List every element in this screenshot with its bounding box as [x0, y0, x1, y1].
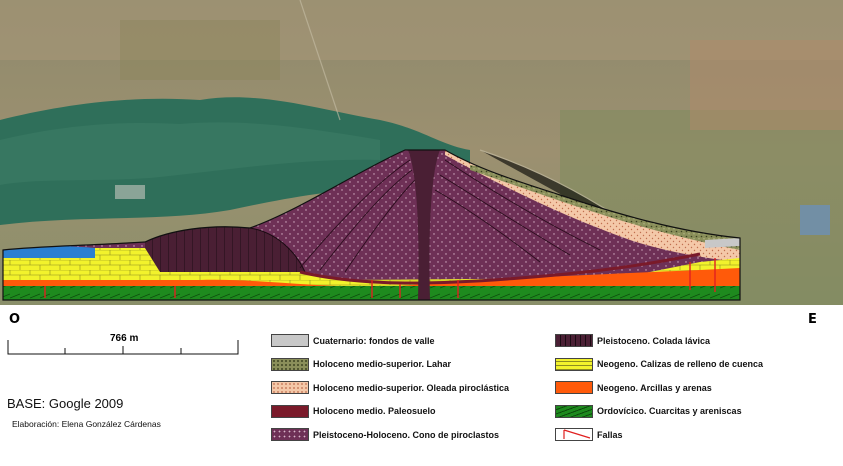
legend-label: Fallas	[597, 429, 623, 440]
legend-label: Neogeno. Arcillas y arenas	[597, 382, 712, 393]
west-label: O	[9, 312, 21, 327]
geologic-cross-section	[0, 0, 843, 305]
legend-item-arcillas: Neogeno. Arcillas y arenas	[555, 376, 763, 400]
scale-bar	[7, 340, 239, 355]
swatch-columnar-icon	[555, 334, 593, 348]
fault-line-icon	[555, 428, 593, 442]
swatch-dotted-peach-icon	[271, 381, 309, 395]
east-label: E	[808, 312, 817, 327]
legend-item-oleada: Holoceno medio-superior. Oleada piroclás…	[271, 376, 509, 400]
legend-item-fallas: Fallas	[555, 423, 763, 447]
base-note: BASE: Google 2009	[7, 396, 124, 411]
legend-item-cuarcitas: Ordovícico. Cuarcitas y areniscas	[555, 400, 763, 424]
legend-label: Holoceno medio-superior. Oleada piroclás…	[313, 382, 510, 393]
swatch-gray-icon	[271, 334, 309, 348]
legend-label: Pleistoceno-Holoceno. Cono de piroclasto…	[313, 429, 500, 440]
legend-item-colada: Pleistoceno. Colada lávica	[555, 329, 763, 353]
legend-left: Cuaternario: fondos de valle Holoceno me…	[271, 329, 509, 447]
swatch-dotted-olive-icon	[271, 357, 309, 371]
swatch-brick-icon	[555, 357, 593, 371]
legend-right: Pleistoceno. Colada lávica Neogeno. Cali…	[555, 329, 763, 447]
legend-item-cuaternario: Cuaternario: fondos de valle	[271, 329, 509, 353]
legend-item-paleosuelo: Holoceno medio. Paleosuelo	[271, 400, 509, 424]
swatch-dotted-purple-icon	[271, 428, 309, 442]
legend-item-lahar: Holoceno medio-superior. Lahar	[271, 353, 509, 377]
legend-item-calizas: Neogeno. Calizas de relleno de cuenca	[555, 353, 763, 377]
legend-item-cono: Pleistoceno-Holoceno. Cono de piroclasto…	[271, 423, 509, 447]
swatch-maroon-icon	[271, 404, 309, 418]
legend-label: Holoceno medio-superior. Lahar	[313, 359, 452, 370]
legend-label: Holoceno medio. Paleosuelo	[313, 406, 436, 417]
legend-label: Cuaternario: fondos de valle	[313, 335, 435, 346]
swatch-orange-icon	[555, 381, 593, 395]
legend-label: Pleistoceno. Colada lávica	[597, 335, 711, 346]
legend-label: Neogeno. Calizas de relleno de cuenca	[597, 359, 764, 370]
section-outline	[2, 149, 741, 301]
legend-label: Ordovícico. Cuarcitas y areniscas	[597, 406, 742, 417]
swatch-hatched-green-icon	[555, 404, 593, 418]
scale-label: 766 m	[110, 333, 139, 344]
credit-note: Elaboración: Elena González Cárdenas	[12, 419, 161, 429]
